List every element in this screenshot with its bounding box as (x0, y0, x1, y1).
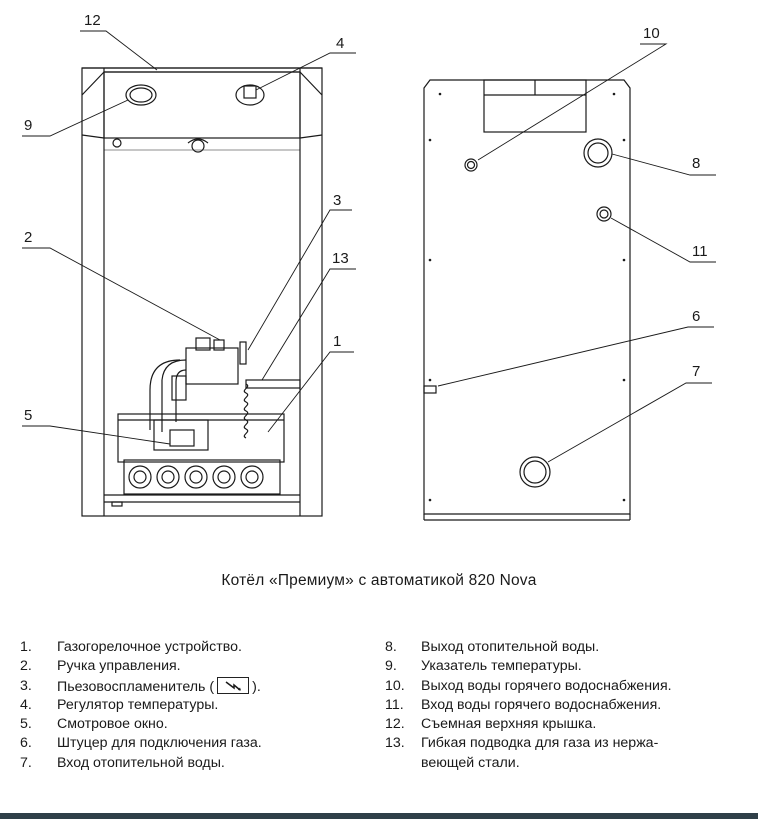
legend-text: Указатель температуры. (421, 658, 582, 675)
legend-item: 9. Указатель температуры. (385, 657, 672, 676)
legend-number: 13. (385, 735, 405, 752)
legend-text: Вход воды горячего водоснабжения. (421, 696, 662, 713)
legend-text: Ручка управления. (57, 658, 181, 675)
heating-water-outlet (583, 138, 613, 168)
callout-8: 8 (692, 155, 700, 172)
legend-text: Регулятор температуры. (57, 696, 219, 713)
gas-connection-fitting (423, 385, 437, 394)
legend-number: 4. (20, 696, 32, 713)
legend-number: 11. (385, 696, 404, 713)
legend-number: 8. (385, 639, 397, 655)
callout-10: 10 (643, 25, 660, 42)
legend-number: 6. (20, 735, 32, 752)
legend-item: 13. Гибкая подводка для газа из нержа- (385, 734, 672, 753)
legend-text: Штуцер для подключения газа. (57, 735, 262, 752)
rear-view (423, 79, 631, 521)
legend-item: 6. Штуцер для подключения газа. (20, 734, 262, 753)
callout-9: 9 (24, 117, 32, 134)
legend-item: 4. Регулятор температуры. (20, 696, 262, 715)
legend-number: 1. (20, 639, 32, 655)
legend-right: 8. Выход отопительной воды. 9. Указатель т… (385, 638, 672, 773)
legend-text: Смотровое окно. (57, 716, 168, 733)
legend-item: 8. Выход отопительной воды. (385, 638, 672, 657)
callout-6: 6 (692, 308, 700, 325)
heating-water-inlet (519, 456, 551, 488)
callout-12: 12 (84, 12, 101, 29)
temperature-regulator (235, 84, 265, 106)
legend-item: 1. Газогорелочное устройство. (20, 638, 262, 657)
front-view (81, 67, 323, 517)
legend-text: ). (252, 678, 261, 695)
legend-item: 3. Пьезовоспламенитель (). (20, 676, 262, 696)
legend-item: 10. Выход воды горячего водоснабжения. (385, 677, 672, 696)
callout-2: 2 (24, 229, 32, 246)
piezo-ignition-icon (217, 676, 250, 694)
legend-number: 12. (385, 716, 405, 733)
callout-1: 1 (333, 333, 341, 350)
callout-5: 5 (24, 407, 32, 424)
callout-7: 7 (692, 363, 700, 380)
legend-text: Пьезовоспламенитель ( (57, 678, 215, 695)
legend-number: 10. (385, 677, 405, 694)
legend-text: Газогорелочное устройство. (57, 639, 242, 655)
legend-text: Вход отопительной воды. (57, 754, 225, 771)
gas-burner (104, 413, 300, 507)
gas-valve-assembly (149, 337, 301, 439)
legend-item: 2. Ручка управления. (20, 657, 262, 676)
bottom-bar (0, 813, 758, 819)
legend-item: 7. Вход отопительной воды. (20, 754, 262, 773)
legend-item-continued: веющей стали. (385, 754, 672, 773)
callout-11: 11 (692, 243, 708, 260)
legend-text: Съемная верхняя крышка. (421, 716, 597, 733)
legend-item: 11. Вход воды горячего водоснабжения. (385, 696, 672, 715)
legend-number: 7. (20, 754, 32, 771)
callout-3: 3 (333, 192, 341, 209)
hot-water-outlet (464, 158, 478, 172)
boiler-diagram: 12 4 9 3 2 13 1 5 10 8 11 6 7 (22, 12, 716, 521)
legend-item: 12. Съемная верхняя крышка. (385, 715, 672, 734)
legend-item: 5. Смотровое окно. (20, 715, 262, 734)
diagram-caption: Котёл «Премиум» с автоматикой 820 Nova (221, 572, 537, 589)
legend-number: 2. (20, 658, 32, 675)
callout-4: 4 (336, 35, 344, 52)
cold-water-inlet (596, 206, 612, 222)
legend-number: 3. (20, 677, 32, 694)
legend-text: Выход отопительной воды. (421, 639, 600, 655)
legend-left: 1. Газогорелочное устройство. 2. Ручка упр… (20, 638, 262, 773)
temperature-indicator (125, 84, 157, 106)
callout-13: 13 (332, 250, 349, 267)
top-lid (81, 67, 323, 139)
legend-number: 5. (20, 716, 32, 733)
legend-text: Гибкая подводка для газа из нержа- (421, 735, 659, 752)
legend-text: Выход воды горячего водоснабжения. (421, 677, 672, 694)
legend-number: 9. (385, 658, 397, 675)
leader-lines (22, 30, 716, 463)
legend-text: веющей стали. (421, 754, 520, 771)
